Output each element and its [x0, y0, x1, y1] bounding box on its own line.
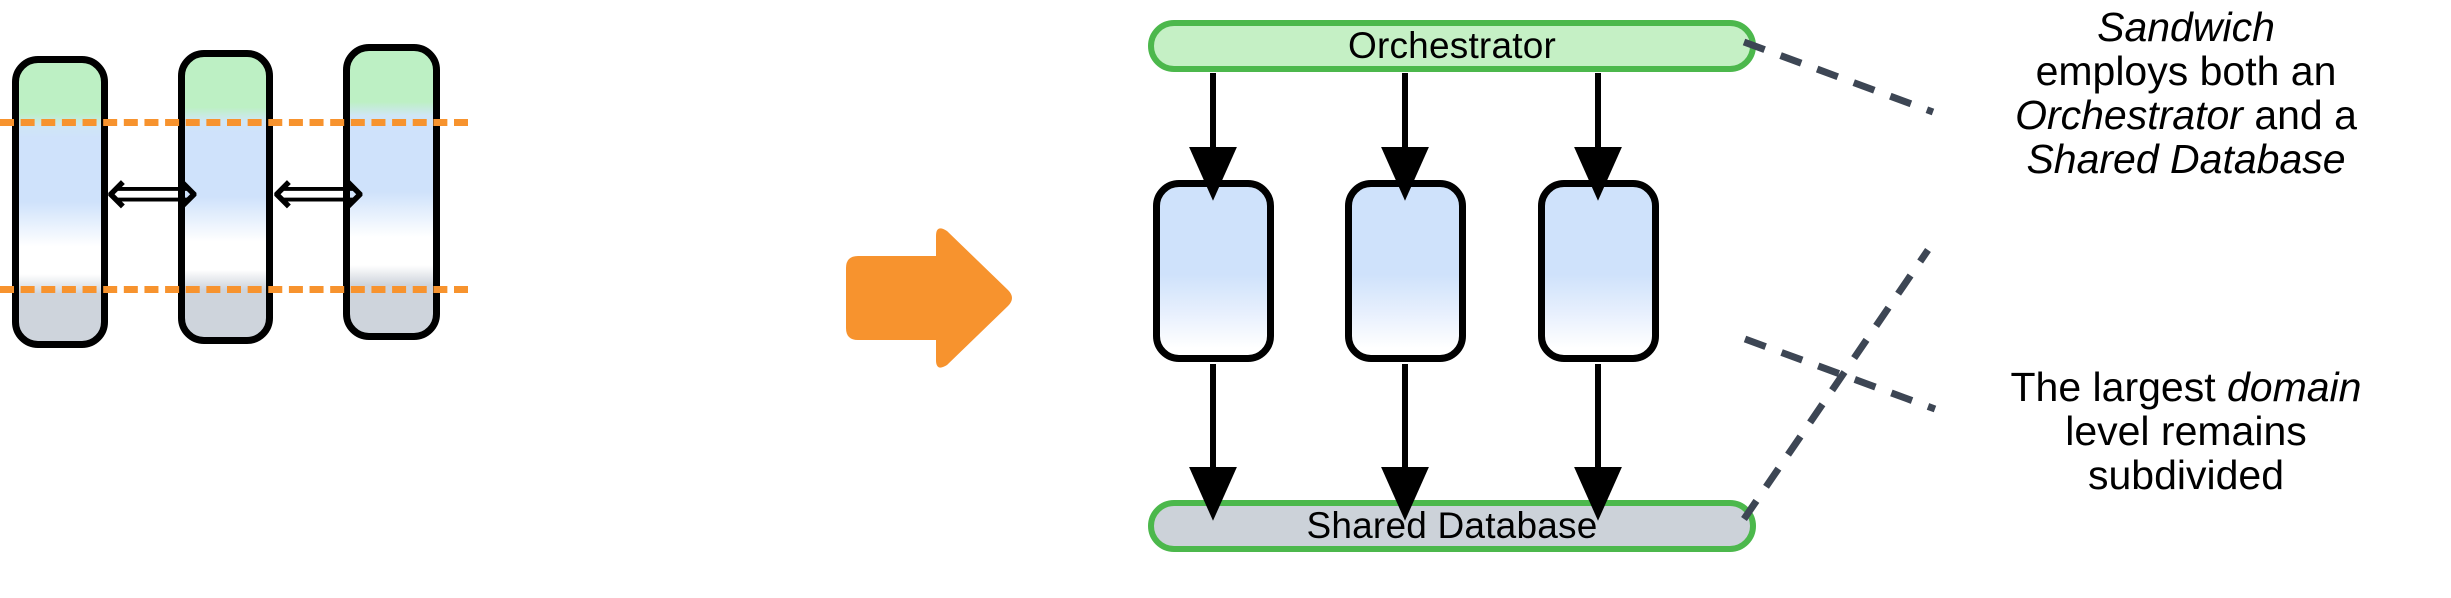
callout-line-orchestrator	[1742, 38, 1935, 116]
annotation-domain-line-1: The largest domain	[2010, 364, 2362, 410]
orchestrator-box[interactable]: Orchestrator	[1148, 20, 1756, 72]
sync-arrow-icon-1: ⟺	[105, 154, 200, 231]
transform-arrow-icon	[846, 228, 1012, 368]
monolith-column-2	[178, 50, 273, 344]
service-box-3[interactable]	[1538, 180, 1659, 362]
callout-line-database	[1741, 248, 1931, 521]
monolith-column-1	[12, 56, 108, 348]
callout-line-domain	[1743, 335, 1937, 413]
orchestrator-label: Orchestrator	[1347, 25, 1556, 66]
annotation-sandwich-line-4: Shared Database	[2026, 135, 2346, 182]
shared-database-label: Shared Database	[1306, 505, 1598, 546]
layer-divider-upper	[0, 119, 468, 126]
annotation-domain-line-2: level remains	[2065, 407, 2307, 454]
annotation-sandwich-line-2: employs both an	[2035, 47, 2337, 94]
annotation-sandwich-line-1: Sandwich	[2097, 4, 2275, 50]
shared-database-box[interactable]: Shared Database	[1148, 500, 1756, 552]
service-box-1[interactable]	[1153, 180, 1274, 362]
annotation-sandwich: Sandwich employs both an Orchestrator an…	[1930, 4, 2442, 182]
sync-arrow-icon-2: ⟺	[271, 154, 366, 231]
annotation-domain: The largest domain level remains subdivi…	[1928, 364, 2444, 498]
layer-divider-lower	[0, 286, 468, 293]
annotation-domain-line-3: subdivided	[2087, 451, 2285, 498]
service-box-2[interactable]	[1345, 180, 1466, 362]
annotation-sandwich-line-3: Orchestrator and a	[2015, 91, 2357, 138]
